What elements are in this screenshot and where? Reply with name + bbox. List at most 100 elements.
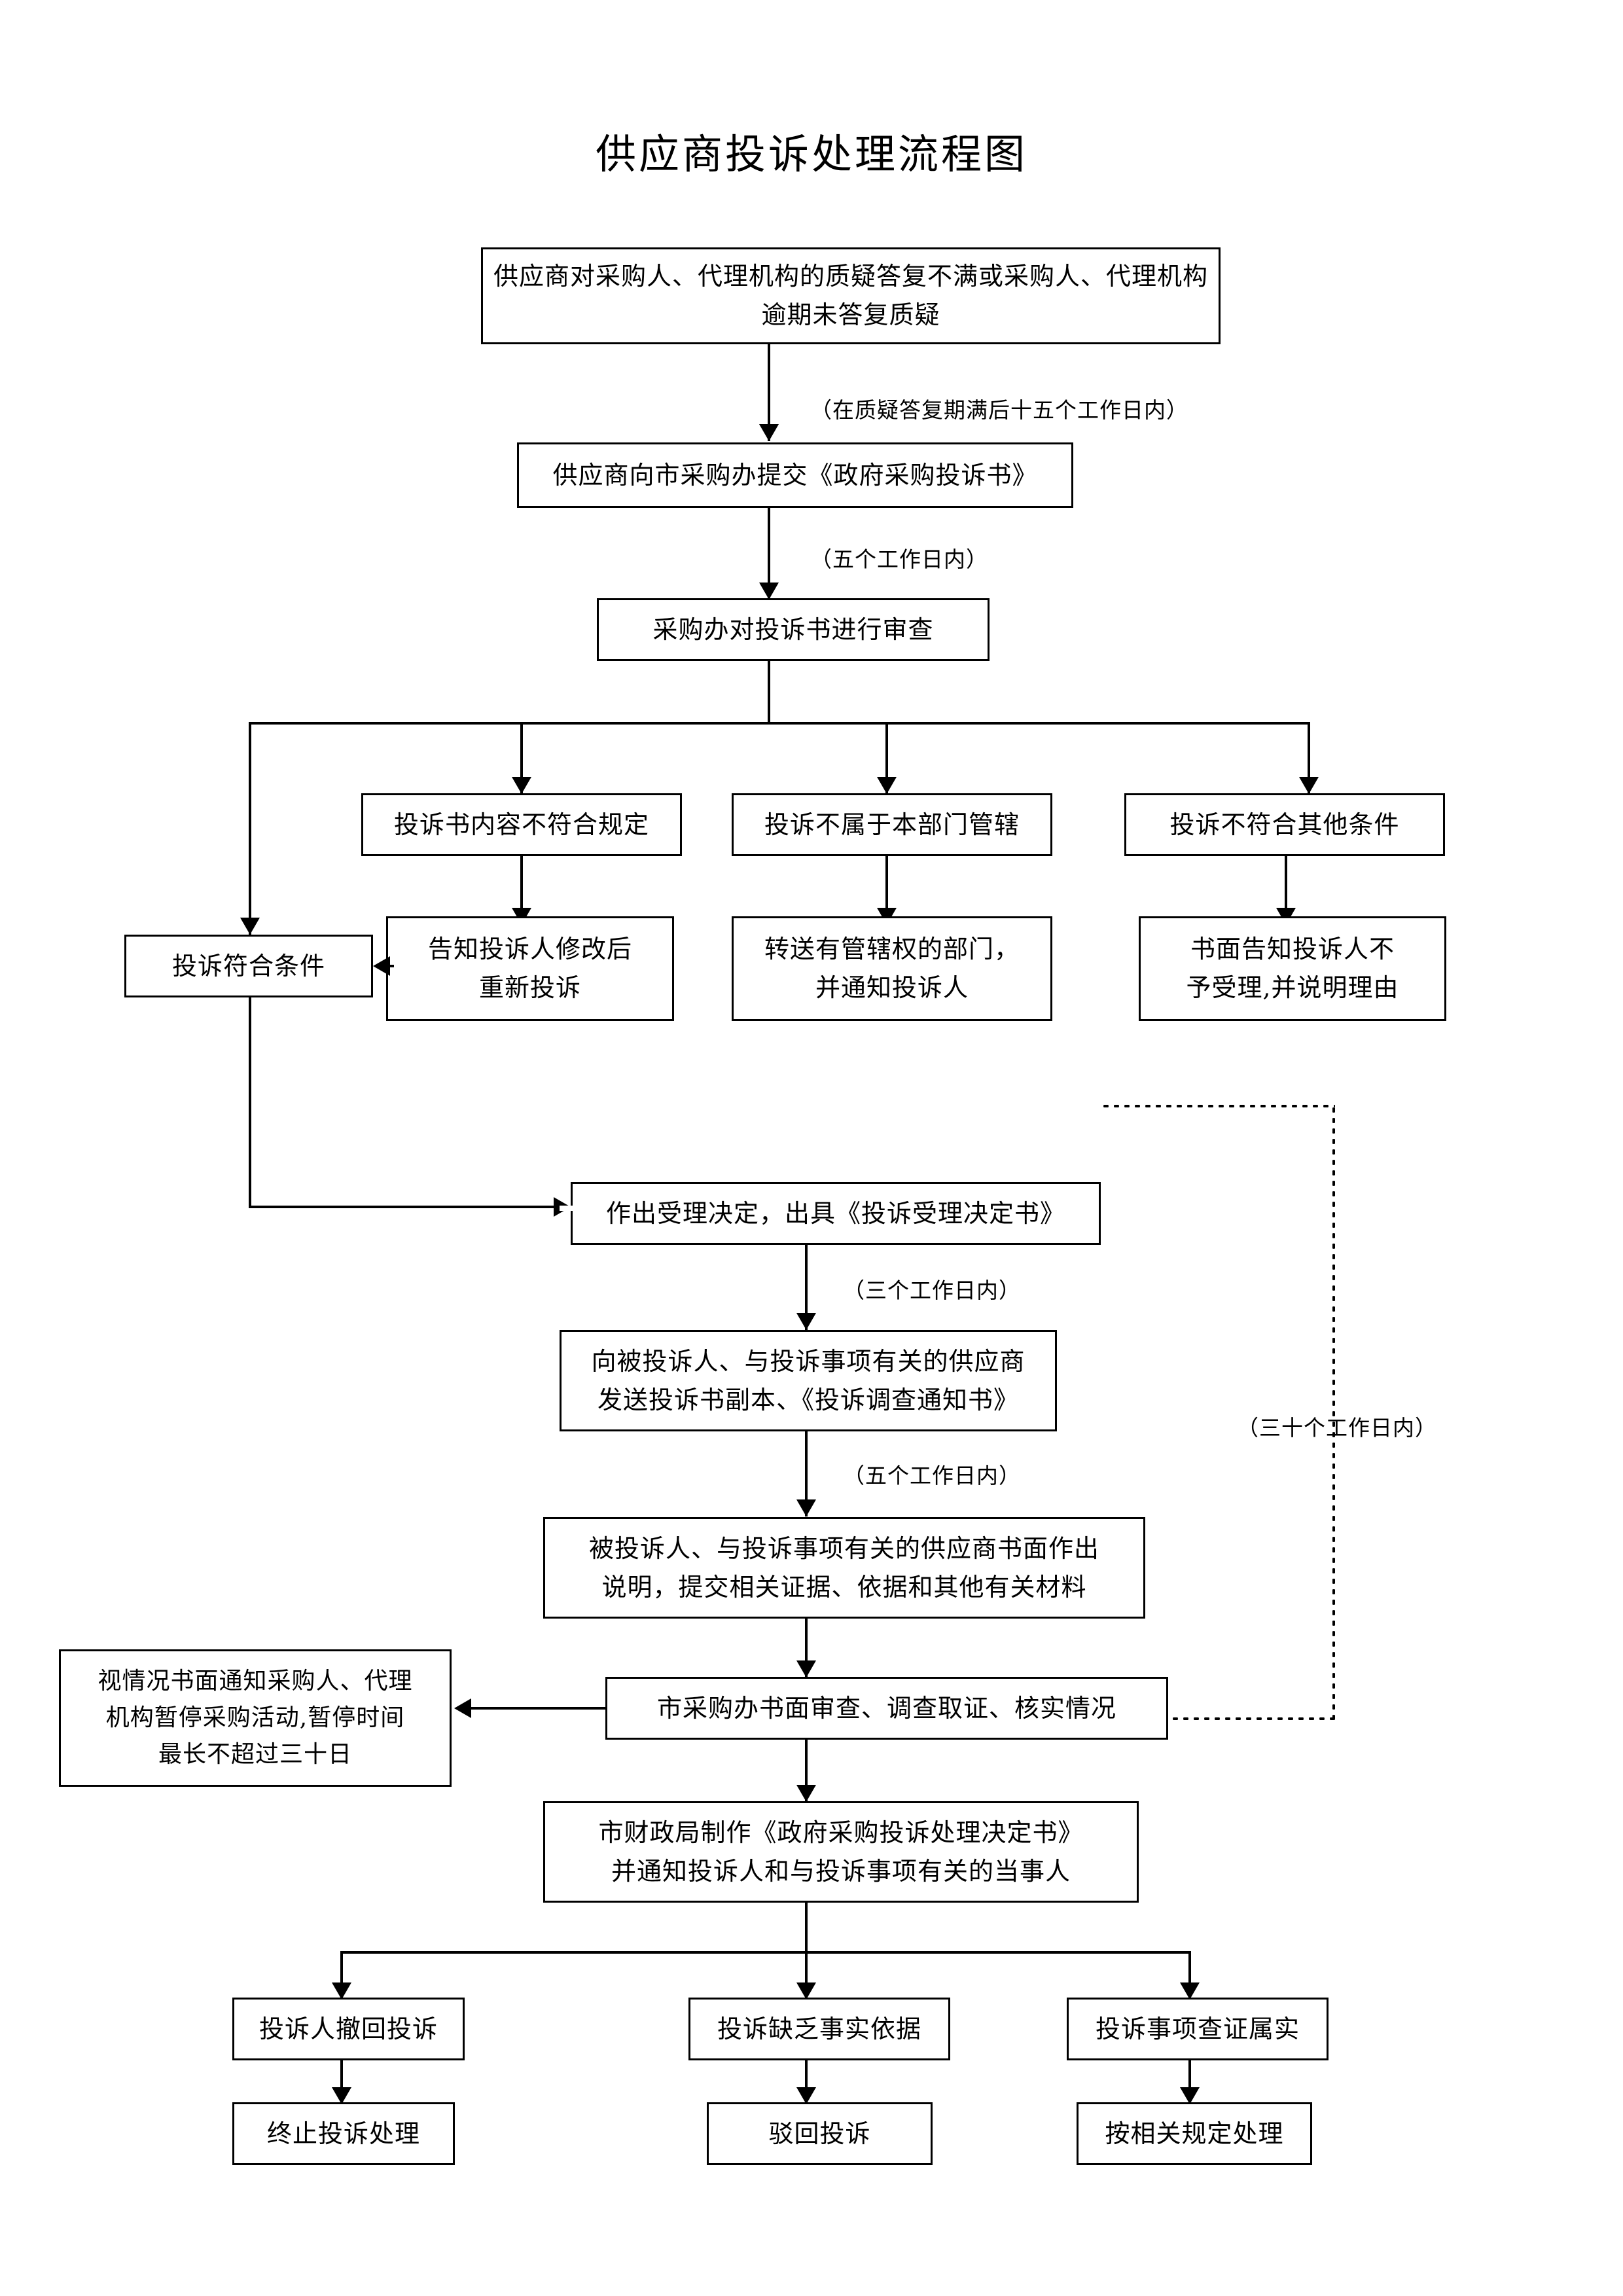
node-lacks-factual-basis: 投诉缺乏事实依据 <box>688 1998 950 2060</box>
node-complaint-qualified: 投诉符合条件 <box>124 935 373 997</box>
connector-bus-n19 <box>1188 1951 1191 1998</box>
node-supplier-dissatisfied: 供应商对采购人、代理机构的质疑答复不满或采购人、代理机构逾期未答复质疑 <box>481 247 1221 344</box>
arrowhead-n19-n22 <box>1180 2087 1200 2104</box>
node-label: 投诉书内容不符合规定 <box>393 810 649 839</box>
dotted-connector-top <box>1101 1105 1335 1107</box>
node-complaint-verified-true: 投诉事项查证属实 <box>1067 1998 1329 2060</box>
connector-n5-n9 <box>885 856 888 925</box>
annotation-fifteen-workdays: （在质疑答复期满后十五个工作日内） <box>810 397 1188 423</box>
node-label: 投诉符合条件 <box>171 951 325 980</box>
connector-n2-n3 <box>768 508 770 600</box>
arrowhead-n18-n21 <box>796 2087 816 2104</box>
connector-n15-n14 <box>471 1707 607 1710</box>
node-label: 投诉不符合其他条件 <box>1169 810 1400 839</box>
node-suspend-procurement-notice: 视情况书面通知采购人、代理 机构暂停采购活动,暂停时间 最长不超过三十日 <box>59 1649 452 1787</box>
node-label: 投诉人撤回投诉 <box>259 2014 438 2043</box>
node-label: 市财政局制作《政府采购投诉处理决定书》 并通知投诉人和与投诉事项有关的当事人 <box>598 1818 1084 1886</box>
node-other-conditions-unmet: 投诉不符合其他条件 <box>1124 793 1445 856</box>
connector-n3-bus <box>768 661 770 723</box>
node-label: 投诉缺乏事实依据 <box>717 2014 921 2043</box>
connector-n6-n10 <box>1285 856 1287 925</box>
connector-n4-n8 <box>520 856 523 925</box>
node-review-complaint: 采购办对投诉书进行审查 <box>597 598 990 661</box>
arrowhead-n12-n13 <box>796 1499 816 1516</box>
node-complainant-withdraws: 投诉人撤回投诉 <box>232 1998 465 2060</box>
connector-bus-n4 <box>520 722 523 794</box>
node-respondent-written-explanation: 被投诉人、与投诉事项有关的供应商书面作出 说明，提交相关证据、依据和其他有关材料 <box>543 1517 1145 1619</box>
connector-n13-n15 <box>805 1619 808 1677</box>
connector-branch-bus <box>249 722 1309 725</box>
node-label: 供应商对采购人、代理机构的质疑答复不满或采购人、代理机构逾期未答复质疑 <box>493 262 1208 329</box>
connector-n15-n16 <box>805 1740 808 1802</box>
node-label: 视情况书面通知采购人、代理 机构暂停采购活动,暂停时间 最长不超过三十日 <box>98 1668 413 1768</box>
connector-n11-n12 <box>805 1245 808 1330</box>
connector-bus-n18 <box>805 1951 808 1998</box>
connector-n16-bus <box>805 1903 808 1954</box>
node-label: 市采购办书面审查、调查取证、核实情况 <box>656 1693 1116 1723</box>
node-label: 被投诉人、与投诉事项有关的供应商书面作出 说明，提交相关证据、依据和其他有关材料 <box>588 1534 1099 1602</box>
connector-bus-n6 <box>1308 722 1310 794</box>
annotation-five-workdays-2b: （五个工作日内） <box>843 1463 1021 1488</box>
dotted-connector-bottom <box>1139 1717 1334 1720</box>
node-written-rejection-notice: 书面告知投诉人不 予受理,并说明理由 <box>1139 916 1446 1021</box>
arrowhead-n11-n12 <box>796 1313 816 1330</box>
arrowhead-bus-n18 <box>796 1982 816 2000</box>
arrowhead-bus-n17 <box>332 1982 351 2000</box>
node-notify-amend-refile: 告知投诉人修改后 重新投诉 <box>386 916 674 1021</box>
node-content-noncompliant: 投诉书内容不符合规定 <box>361 793 682 856</box>
arrowhead-bus-n6 <box>1299 777 1319 794</box>
annotation-three-workdays: （三个工作日内） <box>843 1278 1021 1303</box>
node-finance-bureau-decision <box>543 1669 559 1674</box>
arrowhead-bus-n5 <box>877 777 897 794</box>
arrowhead-bus-n4 <box>512 777 531 794</box>
connector-n19-n22 <box>1188 2060 1191 2103</box>
connector-bus-n17 <box>340 1951 343 1998</box>
connector-n7-down <box>249 997 251 1208</box>
connector-n12-n13 <box>805 1431 808 1516</box>
node-send-complaint-copy: 向被投诉人、与投诉事项有关的供应商 发送投诉书副本、《投诉调查通知书》 <box>560 1330 1057 1431</box>
annotation-five-workdays-1: （五个工作日内） <box>810 547 988 572</box>
node-label: 向被投诉人、与投诉事项有关的供应商 发送投诉书副本、《投诉调查通知书》 <box>591 1346 1026 1414</box>
node-submit-complaint: 供应商向市采购办提交《政府采购投诉书》 <box>517 442 1073 508</box>
arrowhead-n2-n3 <box>759 583 779 600</box>
arrowhead-n15-n16 <box>796 1785 816 1802</box>
node-terminate-processing: 终止投诉处理 <box>232 2102 455 2165</box>
arrowhead-n13-n15 <box>796 1660 816 1677</box>
connector-bus-qualified <box>249 722 251 935</box>
node-label: 转送有管辖权的部门， 并通知投诉人 <box>764 935 1020 1002</box>
node-label: 书面告知投诉人不 予受理,并说明理由 <box>1186 935 1399 1002</box>
arrowhead-n15-n14 <box>454 1698 471 1718</box>
node-label: 告知投诉人修改后 重新投诉 <box>427 935 632 1002</box>
node-label: 按相关规定处理 <box>1105 2119 1284 2148</box>
connector-n17-n20 <box>340 2060 343 2103</box>
node-label: 采购办对投诉书进行审查 <box>652 615 934 644</box>
node-written-review-investigation: 市采购办书面审查、调查取证、核实情况 <box>605 1677 1168 1740</box>
node-transfer-to-authority: 转送有管辖权的部门， 并通知投诉人 <box>732 916 1052 1021</box>
node-handle-per-regulations: 按相关规定处理 <box>1077 2102 1312 2165</box>
node-not-our-jurisdiction: 投诉不属于本部门管辖 <box>732 793 1052 856</box>
connector-n18-n21 <box>805 2060 808 2103</box>
arrowhead-bus-n19 <box>1180 1982 1200 2000</box>
arrowhead-bus-qualified <box>240 918 260 935</box>
connector-outcome-bus <box>340 1951 1191 1954</box>
node-label: 供应商向市采购办提交《政府采购投诉书》 <box>552 460 1038 490</box>
connector-n8-n7 <box>390 965 394 967</box>
connector-n1-n2 <box>768 344 770 441</box>
arrowhead-n1-n2 <box>759 424 779 441</box>
node-send-copy-and-notice <box>560 1206 575 1211</box>
arrowhead-n17-n20 <box>332 2087 351 2104</box>
arrowhead-n8-n7 <box>373 956 390 976</box>
node-acceptance-decision: 作出受理决定，出具《投诉受理决定书》 <box>571 1182 1101 1245</box>
node-label: 驳回投诉 <box>768 2119 871 2148</box>
node-dismiss-complaint: 驳回投诉 <box>707 2102 933 2165</box>
dotted-connector-vertical <box>1332 1105 1335 1720</box>
node-label: 投诉不属于本部门管辖 <box>764 810 1020 839</box>
node-label: 终止投诉处理 <box>266 2119 420 2148</box>
connector-bus-n5 <box>885 722 888 794</box>
node-label: 投诉事项查证属实 <box>1095 2014 1300 2043</box>
node-label: 作出受理决定，出具《投诉受理决定书》 <box>605 1198 1065 1228</box>
page-title: 供应商投诉处理流程图 <box>595 130 1027 178</box>
connector-n7-right <box>249 1206 556 1208</box>
annotation-thirty-workdays: （三十个工作日内） <box>1237 1415 1437 1441</box>
